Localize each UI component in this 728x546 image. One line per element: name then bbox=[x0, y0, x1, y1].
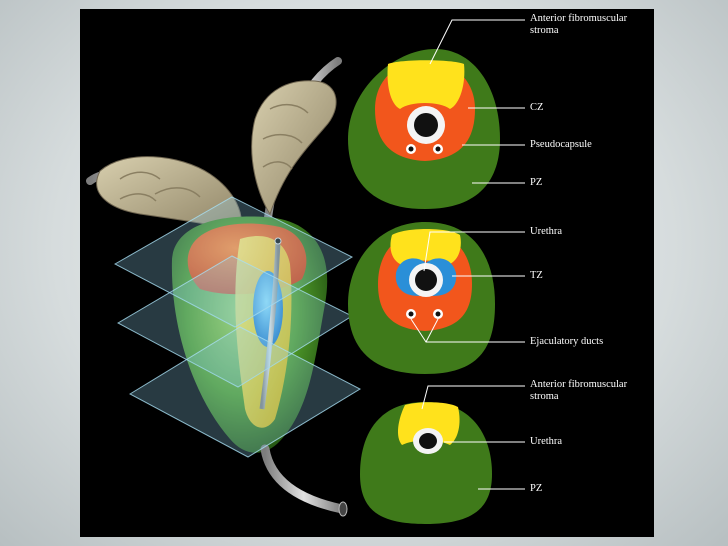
section1-fibromuscular-stroma bbox=[387, 60, 465, 109]
leader-ejaculatory-right bbox=[425, 318, 439, 343]
label-tz: TZ bbox=[530, 270, 543, 281]
gland-urethra bbox=[259, 240, 281, 410]
seminal-vesicle-right bbox=[251, 80, 337, 216]
label-stroma-top-line1: Anterior fibromuscular bbox=[530, 13, 628, 24]
label-anterior-fibromuscular-stroma-bottom: Anterior fibromuscular stroma bbox=[530, 379, 627, 403]
label-pseudocapsule: Pseudocapsule bbox=[530, 139, 592, 150]
label-urethra-middle: Urethra bbox=[530, 226, 563, 237]
cross-section-upper bbox=[348, 49, 500, 209]
section-plane-upper bbox=[113, 196, 354, 328]
urethra-opening bbox=[274, 237, 282, 245]
urethra-outlet-opening bbox=[338, 501, 348, 517]
leader-lines bbox=[410, 19, 525, 490]
section2-urethra-lumen bbox=[415, 269, 437, 291]
vesicle-folds-right bbox=[262, 103, 309, 170]
leader-bottom-stroma bbox=[421, 385, 525, 410]
section-plane-lower bbox=[128, 326, 362, 458]
section3-peripheral-zone bbox=[360, 402, 492, 524]
section2-duct-right-lumen bbox=[435, 311, 441, 317]
leader-top-stroma bbox=[429, 19, 525, 65]
prostate-3d-model bbox=[86, 57, 362, 517]
cross-section-middle bbox=[348, 222, 495, 374]
urethra-tube-outlet bbox=[260, 444, 347, 514]
label-cz: CZ bbox=[530, 102, 544, 113]
section1-duct-left-lumen bbox=[408, 146, 414, 152]
label-pz-bottom: PZ bbox=[530, 483, 543, 494]
diagram-panel: Anterior fibromuscular stroma CZ Pseudoc… bbox=[80, 9, 654, 537]
vesicle-folds-left bbox=[119, 171, 201, 202]
label-stroma-bottom-line2: stroma bbox=[530, 391, 559, 402]
section2-duct-left-lumen bbox=[408, 311, 414, 317]
section3-fibromuscular-stroma bbox=[398, 402, 460, 445]
section1-urethra-lumen bbox=[414, 113, 438, 137]
label-ejaculatory-ducts: Ejaculatory ducts bbox=[530, 336, 604, 347]
section1-duct-right-lumen bbox=[435, 146, 441, 152]
label-stroma-top-line2: stroma bbox=[530, 25, 559, 36]
label-pz-top: PZ bbox=[530, 177, 543, 188]
section3-urethra-lumen bbox=[419, 433, 437, 449]
section2-fibromuscular-stroma bbox=[390, 229, 461, 265]
label-urethra-bottom: Urethra bbox=[530, 436, 563, 447]
leader-urethra-mid bbox=[423, 231, 525, 272]
prostate-zones-illustration bbox=[86, 19, 525, 524]
label-stroma-bottom-line1: Anterior fibromuscular bbox=[530, 379, 628, 390]
cross-section-lower bbox=[360, 402, 492, 524]
label-anterior-fibromuscular-stroma-top: Anterior fibromuscular stroma bbox=[530, 13, 627, 37]
